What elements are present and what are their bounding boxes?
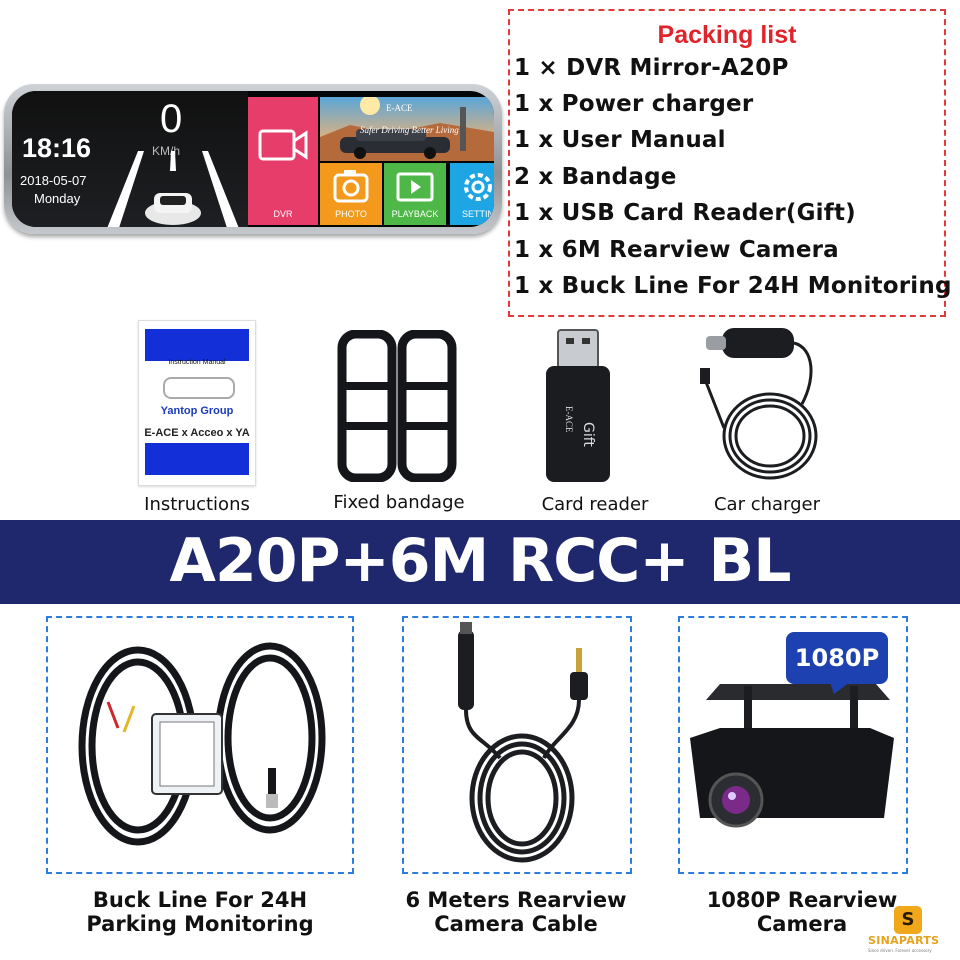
camera-cable-caption-line: Camera Cable [434,912,598,936]
fixed-bandage-label: Fixed bandage [333,492,465,513]
manual-brand-line: E-ACE x Acceo x YA [144,427,250,439]
packing-item: 1 × DVR Mirror-A20P [514,55,789,81]
instruction-manual-image: Instruction Manual Yantop Group E-ACE x … [138,320,256,486]
clock-day: Monday [34,191,81,206]
logo-tagline: Since driven. Forever accessory [868,948,932,953]
camera-cable-panel [402,616,632,874]
dvr-tile: DVR [248,97,318,225]
scenery-illustration [320,97,494,161]
packing-item: 1 x Power charger [514,91,754,117]
playback-film-icon [396,172,434,202]
road-car-illustration [107,151,239,227]
packing-item: 1 x User Manual [514,127,726,153]
packing-item: 1 x Buck Line For 24H Monitoring [514,273,952,299]
rearview-camera-caption-line: 1080P Rearview [706,888,898,912]
manual-blue-band [145,329,249,361]
camera-cable-caption-line: 6 Meters Rearview [405,888,627,912]
packing-item: 1 x USB Card Reader(Gift) [514,200,856,226]
rearview-camera-caption: 1080P Rearview Camera [690,888,914,936]
sinaparts-logo: S SINAPARTS Since driven. Forever access… [868,906,958,958]
car-charger-label: Car charger [713,494,821,515]
buck-line-caption-line: Buck Line For 24H [92,888,308,912]
buck-line-illustration [78,642,326,846]
playback-tile: PLAYBACK [384,163,446,225]
usb-card-reader-illustration [546,329,610,482]
settings-tile-label: SETTIN [461,209,494,219]
photo-camera-icon [333,170,369,203]
logo-name: SINAPARTS [868,934,940,947]
logo-mark-icon: S [894,906,922,934]
resolution-badge-text: 1080P [794,644,880,672]
mirror-screen: 0 KM/h 18:16 2018-05-07 Monday DVR [12,91,494,227]
photo-tile: PHOTO [320,163,382,225]
card-reader-label: Card reader [541,494,649,515]
rearview-camera-panel [678,616,908,874]
clock-date: 2018-05-07 [20,173,87,188]
dvr-mirror-image: 0 KM/h 18:16 2018-05-07 Monday DVR [4,84,502,234]
camera-cable-illustration [458,622,588,863]
buck-line-caption: Buck Line For 24H Parking Monitoring [70,888,330,936]
manual-doc-title: Instruction Manual [168,359,226,366]
packing-item: 1 x 6M Rearview Camera [514,237,839,263]
buck-line-panel [46,616,354,874]
card-reader-image: E-ACE Gift [536,326,620,486]
gear-icon [464,173,492,201]
speed-readout: 0 [160,97,183,141]
scenery-preview: E-ACE Safer Driving Better Living [320,97,494,161]
screen-brand-text: E-ACE [386,103,413,113]
model-banner: A20P+6M RCC+ BL [0,520,960,604]
manual-blue-band [145,443,249,475]
playback-tile-label: PLAYBACK [391,209,439,219]
card-reader-gift-text: Gift [580,422,596,447]
manual-mirror-outline [163,377,235,399]
photo-tile-label: PHOTO [335,209,367,219]
fixed-bandage-image [337,330,457,482]
camera-record-icon [258,129,308,161]
instructions-label: Instructions [144,494,250,515]
screen-slogan-text: Safer Driving Better Living [360,125,459,135]
model-banner-title: A20P+6M RCC+ BL [169,526,792,596]
badge-pointer [830,682,850,694]
car-charger-image [700,328,818,480]
packing-item: 2 x Bandage [514,164,677,190]
resolution-badge: 1080P [786,632,888,694]
card-reader-brand: E-ACE [564,406,574,433]
buck-line-caption-line: Parking Monitoring [86,912,314,936]
packing-list-title: Packing list [657,21,797,49]
rearview-camera-caption-line: Camera [756,912,848,936]
manual-group-name: Yantop Group [160,405,234,417]
dvr-tile-label: DVR [273,209,293,219]
camera-cable-caption: 6 Meters Rearview Camera Cable [396,888,636,936]
clock-time: 18:16 [22,133,92,163]
settings-tile: SETTIN [450,163,494,225]
packing-list-box: Packing list 1 × DVR Mirror-A20P 1 x Pow… [508,9,951,317]
rearview-camera-illustration [690,684,894,828]
dashboard-panel: 0 KM/h 18:16 2018-05-07 Monday [12,91,248,227]
